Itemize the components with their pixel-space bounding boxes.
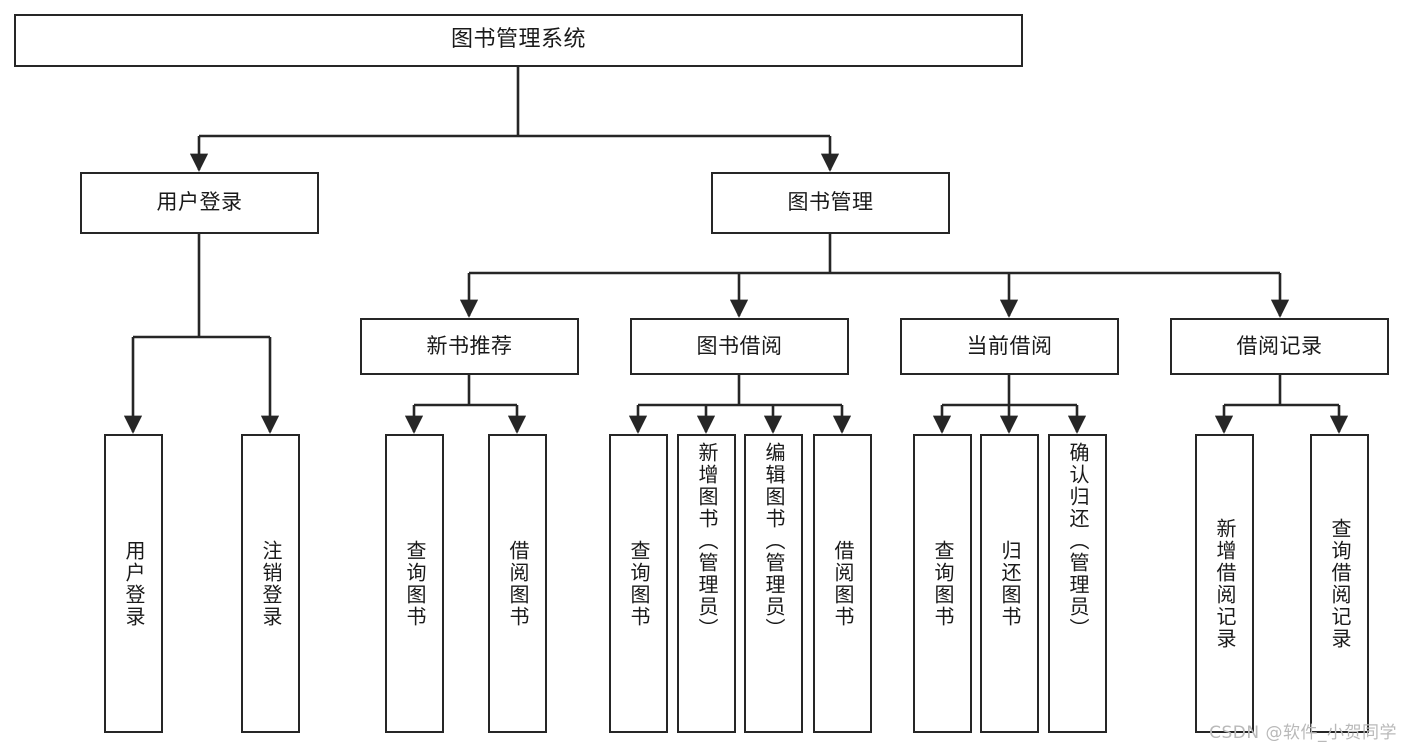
node-label: 用户登录 (156, 190, 243, 215)
node-label: 查询图书 (627, 539, 651, 628)
leaf-query-book-borrow[interactable]: 查询图书 (609, 434, 668, 733)
leaf-query-borrow-record[interactable]: 查询借阅记录 (1310, 434, 1369, 733)
leaf-user-login[interactable]: 用户登录 (104, 434, 163, 733)
csdn-watermark: CSDN @软件_小贺同学 (1209, 723, 1397, 743)
node-book-manage[interactable]: 图书管理 (711, 172, 950, 234)
node-label: 注销登录 (259, 539, 283, 628)
node-new-book-recommend[interactable]: 新书推荐 (360, 318, 579, 375)
node-label: 用户登录 (122, 539, 146, 628)
node-root-book-management-system[interactable]: 图书管理系统 (14, 14, 1023, 67)
leaf-borrow-book-recommend[interactable]: 借阅图书 (488, 434, 547, 733)
node-label: 借阅记录 (1236, 333, 1323, 358)
node-label: 图书借阅 (696, 333, 783, 358)
node-label: 查询图书 (931, 539, 955, 628)
leaf-add-book-admin[interactable]: 新增图书（管理员） (677, 434, 736, 733)
node-label: 查询图书 (403, 539, 427, 628)
leaf-borrow-book-borrow[interactable]: 借阅图书 (813, 434, 872, 733)
leaf-edit-book-admin[interactable]: 编辑图书（管理员） (744, 434, 803, 733)
node-label: 归还图书 (998, 539, 1022, 628)
leaf-query-book-current[interactable]: 查询图书 (913, 434, 972, 733)
node-label: 当前借阅 (966, 333, 1053, 358)
leaf-logout-login[interactable]: 注销登录 (241, 434, 300, 733)
node-label: 查询借阅记录 (1328, 517, 1352, 650)
node-label: 编辑图书（管理员） (762, 442, 786, 640)
node-label: 借阅图书 (831, 539, 855, 628)
node-current-borrow[interactable]: 当前借阅 (900, 318, 1119, 375)
node-borrow-record[interactable]: 借阅记录 (1170, 318, 1389, 375)
node-label: 图书管理系统 (450, 27, 586, 53)
leaf-add-borrow-record[interactable]: 新增借阅记录 (1195, 434, 1254, 733)
leaf-confirm-return-admin[interactable]: 确认归还（管理员） (1048, 434, 1107, 733)
node-label: 借阅图书 (506, 539, 530, 628)
leaf-query-book-recommend[interactable]: 查询图书 (385, 434, 444, 733)
node-label: 确认归还（管理员） (1066, 442, 1090, 640)
node-label: 新增借阅记录 (1213, 517, 1237, 650)
node-label: 新书推荐 (426, 333, 513, 358)
node-book-borrow[interactable]: 图书借阅 (630, 318, 849, 375)
node-user-login[interactable]: 用户登录 (80, 172, 319, 234)
node-label: 新增图书（管理员） (695, 442, 719, 640)
leaf-return-book[interactable]: 归还图书 (980, 434, 1039, 733)
node-label: 图书管理 (787, 190, 874, 215)
